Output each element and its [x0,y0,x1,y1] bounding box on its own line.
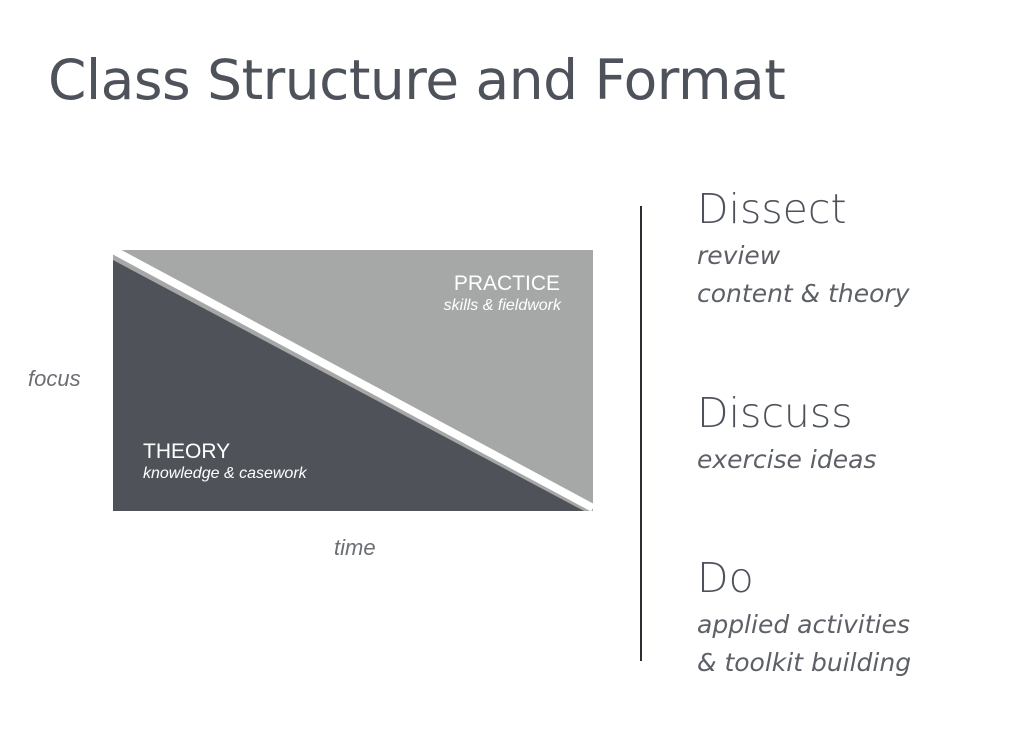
step-do: Do applied activities & toolkit building [697,554,997,682]
step-dissect: Dissect review content & theory [697,185,997,313]
focus-axis-label: focus [28,366,81,391]
step-do-description: applied activities & toolkit building [697,606,997,682]
step-dissect-line: content & theory [697,279,910,308]
practice-label: PRACTICE skills & fieldwork [444,272,561,316]
step-discuss: Discuss exercise ideas [697,389,997,479]
step-do-title: Do [697,554,754,602]
theory-practice-diagram: PRACTICE skills & fieldwork THEORY knowl… [113,250,593,511]
step-do-line: & toolkit building [697,648,912,677]
theory-area [113,260,584,511]
step-dissect-line: review [697,241,781,270]
diagram-graphic [113,250,593,511]
vertical-divider [640,206,642,661]
time-axis-label: time [334,535,376,560]
step-discuss-description: exercise ideas [697,441,997,479]
step-dissect-description: review content & theory [697,237,997,313]
theory-title: THEORY [143,440,231,463]
step-do-line: applied activities [697,610,910,639]
slide-title: Class Structure and Format [48,48,786,112]
practice-title: PRACTICE [453,272,560,295]
theory-label: THEORY knowledge & casework [143,440,307,484]
theory-subtitle: knowledge & casework [143,465,307,482]
step-discuss-line: exercise ideas [697,445,877,474]
step-discuss-title: Discuss [697,389,853,437]
practice-subtitle: skills & fieldwork [443,297,561,314]
step-dissect-title: Dissect [697,185,847,233]
diagonal-separator [113,250,593,511]
